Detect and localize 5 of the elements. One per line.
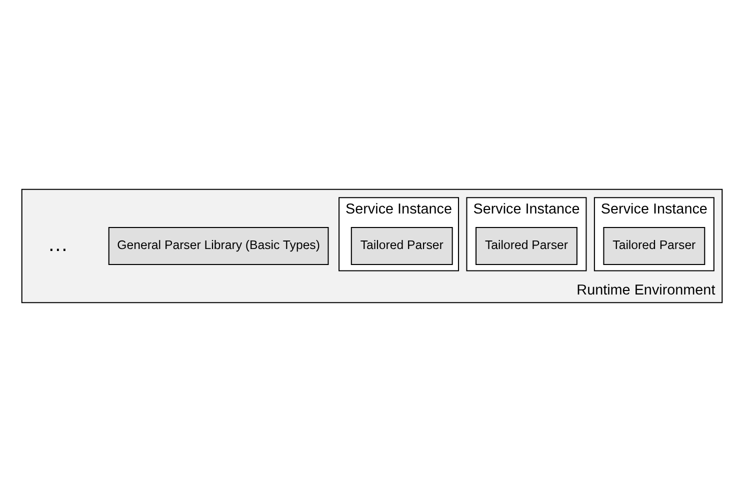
node-box: Tailored Parser	[350, 226, 453, 265]
label: …	[48, 232, 68, 256]
node-box: Tailored Parser	[603, 226, 706, 265]
node-box: General Parser Library (Basic Types)	[108, 226, 329, 265]
node-box: Tailored Parser	[476, 226, 578, 265]
